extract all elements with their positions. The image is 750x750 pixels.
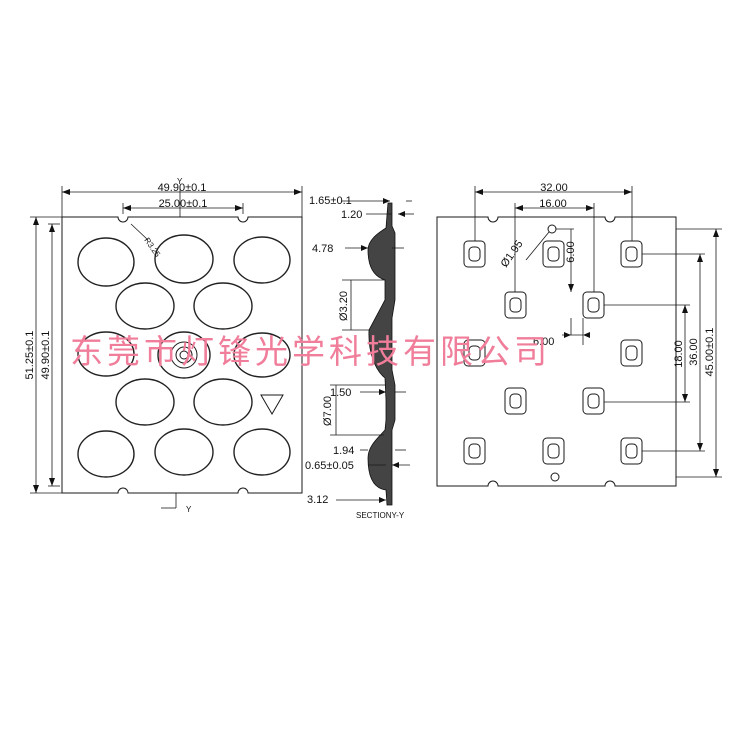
led-pad bbox=[504, 387, 527, 415]
back-dim-18: 18.00 bbox=[673, 340, 685, 368]
center-lens bbox=[157, 331, 211, 379]
locating-hole bbox=[550, 472, 560, 482]
section-dim-3: 4.78 bbox=[312, 243, 333, 255]
lens-oval bbox=[77, 430, 135, 478]
lens-oval bbox=[233, 236, 291, 284]
section-dim-6: Ø7.00 bbox=[322, 396, 334, 426]
back-view: 32.00 16.00 Ø1.95 6.00 6.00 18.00 bbox=[436, 182, 722, 487]
locating-hole bbox=[547, 224, 557, 234]
section-dim-1: 1.65±0.1 bbox=[309, 195, 352, 207]
section-title: SECTIONY-Y bbox=[356, 511, 405, 520]
back-dim-hole: Ø1.95 bbox=[499, 238, 526, 269]
lens-oval bbox=[233, 428, 291, 476]
lens-oval bbox=[233, 332, 291, 378]
led-pad bbox=[620, 240, 643, 268]
led-pad bbox=[504, 291, 527, 319]
led-pad bbox=[582, 291, 605, 319]
led-pad bbox=[620, 437, 643, 465]
section-mark-top: Y bbox=[177, 177, 183, 186]
back-view-outline bbox=[436, 216, 677, 487]
led-pad bbox=[542, 437, 565, 465]
led-pad bbox=[463, 339, 486, 367]
lens-oval bbox=[77, 237, 135, 287]
front-height-outer-dim: 51.25±0.1 bbox=[24, 331, 36, 380]
front-width-dim: 49.90±0.1 bbox=[158, 182, 207, 194]
section-dim-4: Ø3.20 bbox=[338, 291, 350, 321]
back-dim-6-vertical: 6.00 bbox=[565, 241, 577, 262]
led-pad bbox=[542, 240, 565, 268]
front-view: 49.90±0.1 25.00±0.1 Y R3.25 51.25±0.1 49… bbox=[24, 177, 303, 514]
back-dim-32: 32.00 bbox=[540, 182, 568, 194]
lens-oval bbox=[193, 282, 253, 330]
section-mark-bottom: Y bbox=[186, 505, 192, 514]
lens-oval bbox=[115, 282, 175, 330]
section-dim-9: 3.12 bbox=[307, 494, 328, 506]
section-dim-5: 1.50 bbox=[330, 387, 351, 399]
section-profile bbox=[367, 202, 396, 506]
lens-oval bbox=[154, 234, 214, 284]
section-dim-7: 1.94 bbox=[333, 445, 354, 457]
section-view: 1.65±0.1 1.20 4.78 Ø3.20 1.50 Ø7.00 1.94… bbox=[305, 195, 414, 520]
back-dim-16: 16.00 bbox=[539, 198, 567, 210]
led-pad bbox=[582, 387, 605, 415]
lens-oval bbox=[115, 378, 175, 426]
lens-oval bbox=[77, 331, 135, 377]
led-pad bbox=[620, 339, 643, 367]
led-pad bbox=[463, 437, 486, 465]
back-dim-36: 36.00 bbox=[688, 338, 700, 366]
section-dim-2: 1.20 bbox=[341, 209, 362, 221]
lens-oval bbox=[154, 428, 214, 476]
led-pad bbox=[463, 240, 486, 268]
front-height-inner-dim: 49.90±0.1 bbox=[40, 331, 52, 380]
front-pitch-dim: 25.00±0.1 bbox=[159, 198, 208, 210]
orientation-triangle bbox=[260, 394, 284, 415]
company-watermark: 东莞市灯锋光学科技有限公司 bbox=[70, 332, 551, 371]
section-dim-8: 0.65±0.05 bbox=[305, 460, 354, 472]
lens-oval bbox=[193, 378, 253, 426]
back-dim-45: 45.00±0.1 bbox=[704, 328, 716, 377]
back-dim-6-horizontal: 6.00 bbox=[533, 336, 554, 348]
front-view-outline bbox=[61, 216, 303, 494]
